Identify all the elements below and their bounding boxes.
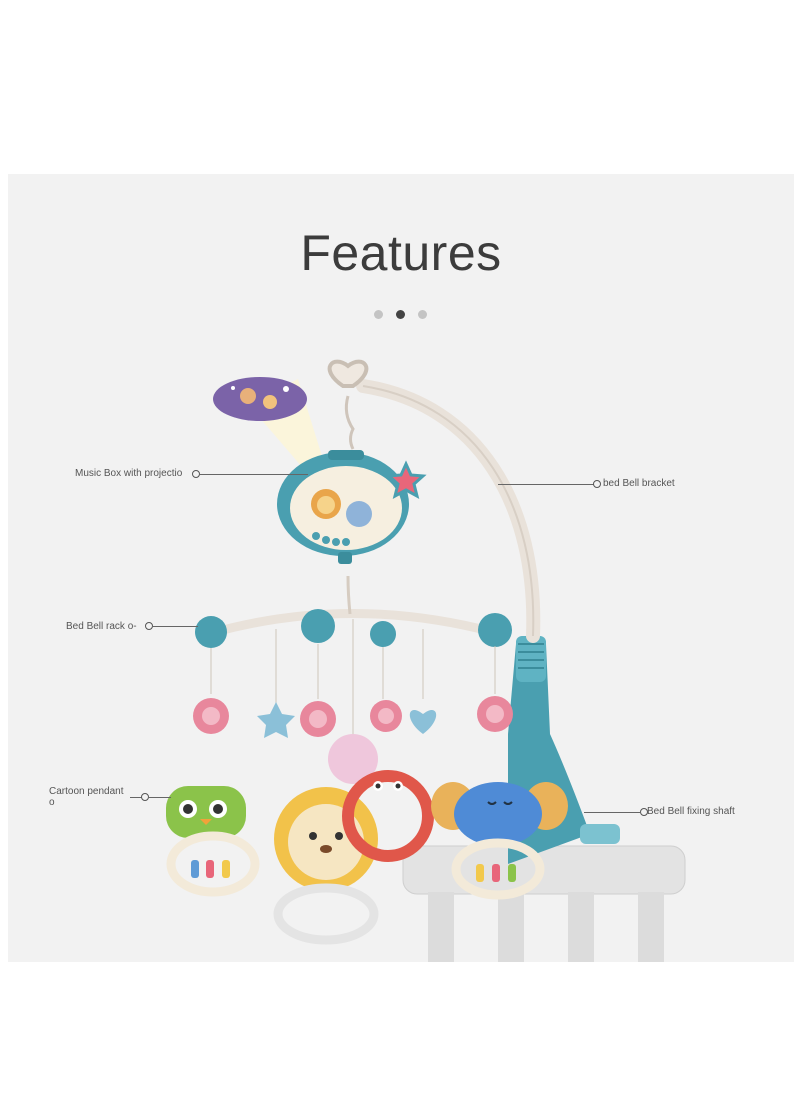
bell-rack: [195, 575, 512, 648]
callout-line: [498, 484, 594, 485]
projection-image: [213, 377, 307, 421]
callout-rack: Bed Bell rack o-: [66, 621, 137, 632]
callout-marker: [141, 793, 149, 801]
callout-bracket: bed Bell bracket: [603, 478, 675, 489]
callout-marker: [593, 480, 601, 488]
callout-marker: [145, 622, 153, 630]
owl-pendant: [166, 786, 260, 897]
crib-rail: [402, 845, 686, 962]
carousel-dot-2-active[interactable]: [396, 310, 405, 319]
callout-pendant-marker: o: [49, 797, 55, 808]
callout-line: [584, 812, 640, 813]
callout-marker: [640, 808, 648, 816]
callout-line: [149, 797, 171, 798]
callout-marker: [192, 470, 200, 478]
callout-line: [130, 797, 142, 798]
page-title: Features: [300, 225, 502, 281]
callout-pendant: Cartoon pendant: [49, 786, 124, 797]
callout-line: [200, 474, 308, 475]
carousel-dot-1[interactable]: [374, 310, 383, 319]
heart-hanger-icon: [327, 359, 369, 388]
star-button-icon: [385, 460, 427, 499]
music-box: [277, 450, 427, 564]
star-ornament-icon: [257, 702, 295, 738]
feature-panel: Features: [8, 174, 794, 962]
crib-mobile-illustration: [166, 359, 686, 962]
elephant-pendant: [431, 782, 568, 900]
crab-pendant: [342, 770, 434, 862]
pink-ball: [328, 734, 378, 784]
lion-pendant: [273, 787, 379, 945]
heart-ornament-icon: [409, 709, 437, 734]
callout-music-box: Music Box with projectio: [75, 468, 183, 479]
carousel-dot-3[interactable]: [418, 310, 427, 319]
callout-shaft: Bed Bell fixing shaft: [647, 806, 735, 817]
callout-line: [153, 626, 198, 627]
